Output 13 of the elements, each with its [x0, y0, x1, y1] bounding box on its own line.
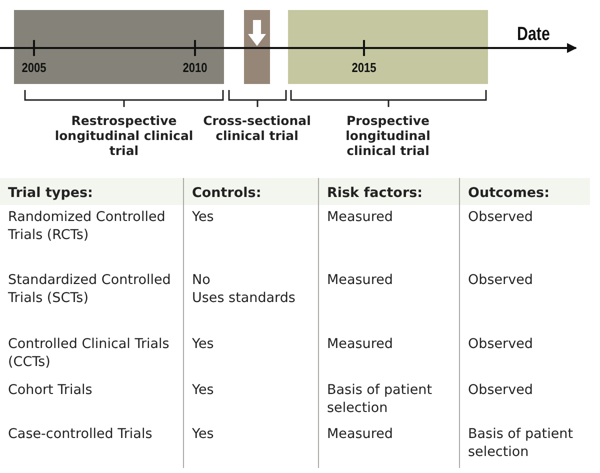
year-label: 2010	[182, 60, 208, 75]
column-header: Trial types:	[0, 178, 183, 205]
year-label: 2005	[22, 60, 46, 75]
period-caption: Prospective longitudinal clinical trial	[344, 113, 432, 158]
cell-text: No	[192, 271, 212, 289]
column-header: Outcomes:	[459, 178, 590, 205]
column-header: Risk factors:	[318, 178, 459, 205]
cell-text: Uses standards	[192, 289, 296, 307]
column-header: Controls:	[183, 178, 318, 205]
period-caption: Restrospective longitudinal clinical trial	[54, 113, 194, 158]
period-caption: Cross-sectional clinical trial	[202, 113, 312, 143]
year-label: 2015	[352, 60, 376, 75]
axis-label: Date	[517, 24, 550, 46]
